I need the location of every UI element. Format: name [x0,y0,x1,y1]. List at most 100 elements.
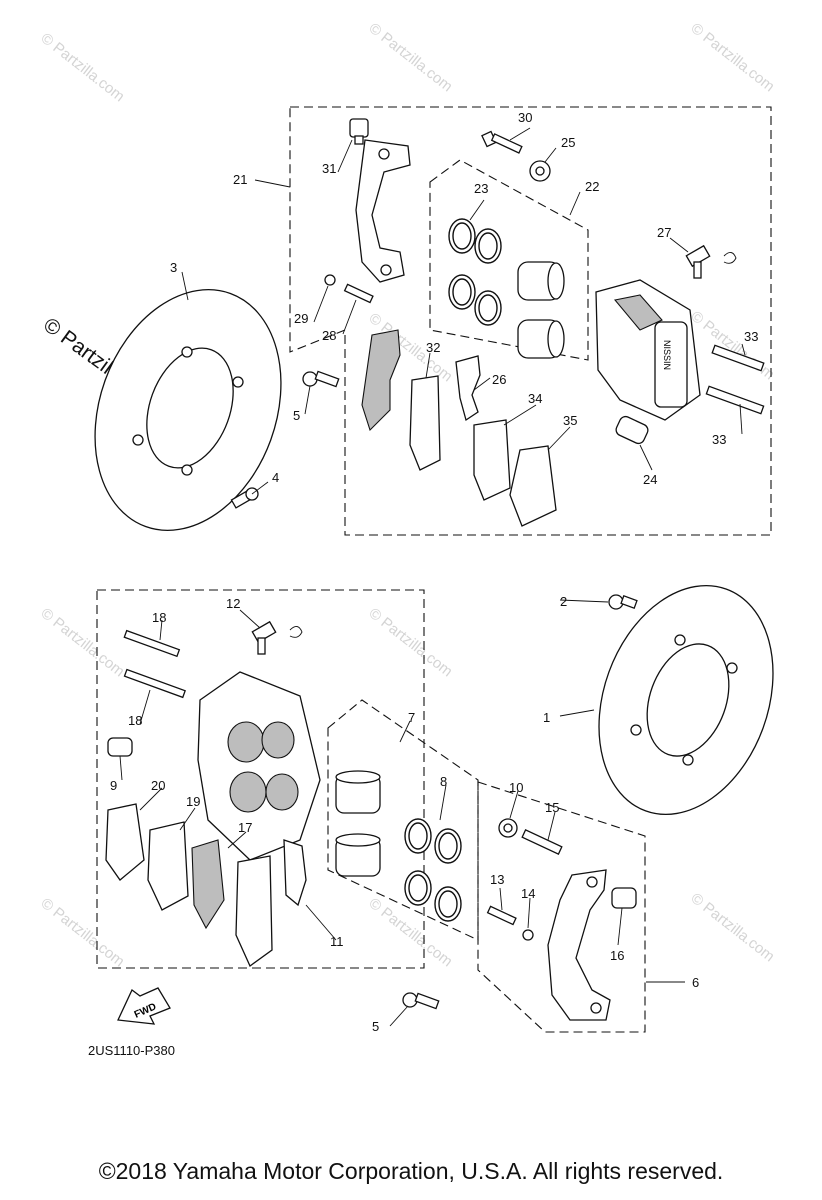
leader-lines [119,127,746,1027]
seal-set-23 [448,218,502,326]
brake-pad-34 [473,419,511,501]
nut-25 [529,160,551,182]
copyright-footer: ©2018 Yamaha Motor Corporation, U.S.A. A… [98,1158,724,1184]
watermark: © Partzilla.com [38,605,128,681]
caliper-body-upper: NISSIN [595,279,701,421]
callout-6: 6 [692,975,699,990]
callout-21: 21 [233,172,247,187]
callout-24: 24 [643,472,657,487]
callout-35: 35 [563,413,577,428]
group-box-21 [289,106,772,536]
piston-lower-1 [335,770,381,814]
callout-4: 4 [272,470,279,485]
bleeder-12 [251,620,303,655]
piston-upper [517,261,565,301]
piston-lower [517,319,565,359]
seal-set-8 [404,818,462,922]
group-box-7 [327,699,479,941]
pin-18-lower [123,668,186,699]
callout-9: 9 [110,778,117,793]
callout-2: 2 [560,594,567,609]
callout-5-upper: 5 [293,408,300,423]
group-box-6 [477,781,646,1033]
caliper-bracket-6 [547,869,611,1021]
callout-28: 28 [322,328,336,343]
callout-30: 30 [518,110,532,125]
pad-shim-20 [105,803,145,881]
callout-19: 19 [186,794,200,809]
pad-shim-35 [509,445,557,527]
bushing-9 [107,737,133,757]
pin-33-upper [711,344,765,372]
spring-11 [283,839,307,907]
drawing-code: 2US1110-P380 [88,1043,175,1058]
callout-29: 29 [294,311,308,326]
piston-lower-2 [335,833,381,877]
caliper-body-lower [197,671,321,861]
bolt-5-lower [402,992,440,1010]
callout-12: 12 [226,596,240,611]
callout-labels: 1 2 3 4 5 5 6 7 8 9 10 11 12 13 14 15 16… [110,110,758,1034]
callout-8: 8 [440,774,447,789]
nut-10 [498,818,518,838]
callout-20: 20 [151,778,165,793]
pin-33-lower [705,385,765,415]
bolt-5-upper [302,370,340,388]
callout-10: 10 [509,780,523,795]
brake-disc-1 [598,584,774,816]
watermark: © Partzilla.com [38,30,128,106]
callout-16: 16 [610,948,624,963]
bleeder-27 [685,244,737,279]
callout-33-upper: 33 [744,329,758,344]
callout-3: 3 [170,260,177,275]
callout-33-lower: 33 [712,432,726,447]
callout-22: 22 [585,179,599,194]
brake-disc-3 [94,289,282,531]
nissin-label: NISSIN [662,340,672,370]
bolt-31 [349,118,369,145]
callout-13: 13 [490,872,504,887]
watermark: © Partzilla.com [366,20,456,96]
callout-11: 11 [330,934,344,949]
bolt-30 [481,130,523,154]
callout-18-upper: 18 [152,610,166,625]
callout-15: 15 [545,800,559,815]
callout-1: 1 [543,710,550,725]
bolt-2 [608,594,638,610]
callout-5-lower: 5 [372,1019,379,1034]
brake-pad-32-front [361,329,401,432]
callout-26: 26 [492,372,506,387]
brake-pad-17 [235,855,273,967]
pin-28 [343,283,374,304]
callout-32: 32 [426,340,440,355]
spring-26 [455,355,481,422]
callout-7: 7 [408,710,415,725]
callout-18-lower: 18 [128,713,142,728]
bolt-13 [486,905,517,926]
bushing-16 [611,887,637,909]
callout-25: 25 [561,135,575,150]
callout-17: 17 [238,820,252,835]
washer-14 [522,929,534,941]
watermark: © Partzilla.com [688,20,778,96]
callout-23: 23 [474,181,488,196]
watermark: © Partzilla.com [366,605,456,681]
washer-29 [324,274,336,286]
callout-31: 31 [322,161,336,176]
brake-pad-17-front [191,839,225,930]
caliper-bracket-21 [355,139,411,283]
watermark: © Partzilla.com [688,308,778,384]
bushing-24 [615,415,649,445]
callout-27: 27 [657,225,671,240]
group-box-22 [429,159,589,361]
brake-pad-19 [147,821,189,911]
bolt-15 [521,829,563,855]
watermark: © Partzilla.com [688,890,778,966]
callout-14: 14 [521,886,535,901]
fwd-arrow-icon: FWD [117,987,171,1025]
group-box-lower [96,589,425,969]
pin-18-upper [123,629,181,658]
callout-34: 34 [528,391,542,406]
watermark: © Partzilla.com [38,895,128,971]
